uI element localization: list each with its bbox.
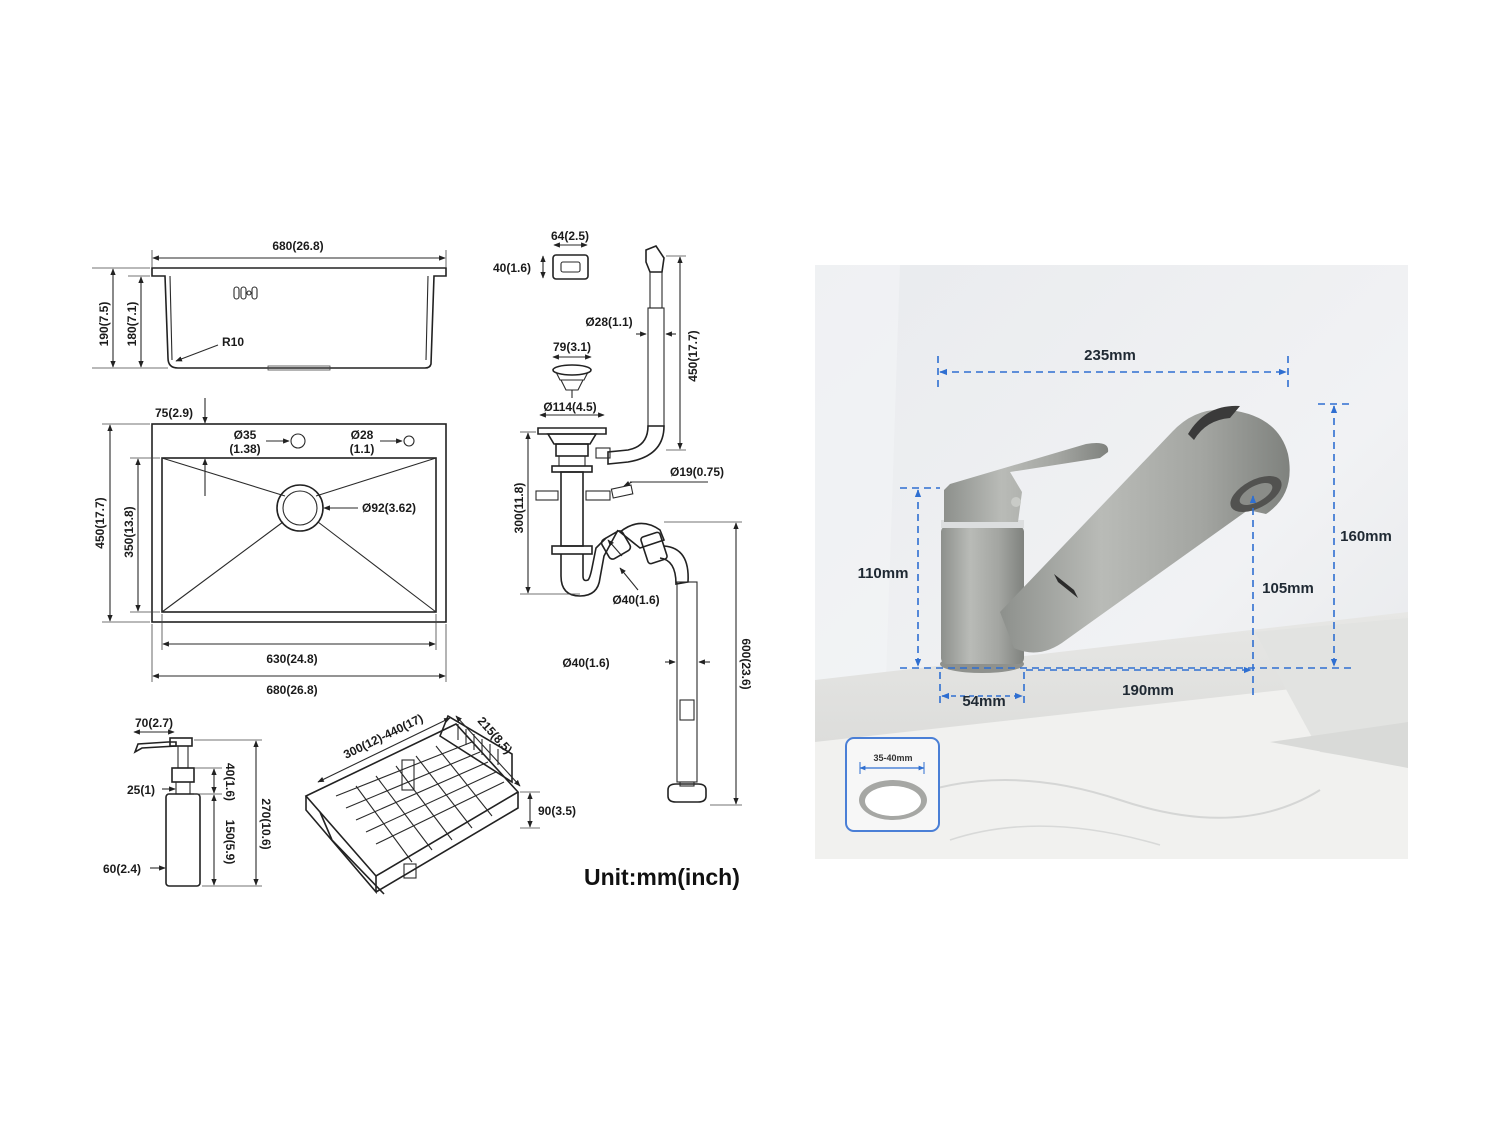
drain-hole — [276, 484, 324, 532]
top-height-label: 40(1.6) — [223, 763, 237, 801]
overflow-slots-icon — [233, 286, 258, 300]
base-diameter-label: 54mm — [962, 693, 1005, 710]
outer-width-label: 680(26.8) — [266, 683, 317, 697]
overflow-width-label: 64(2.5) — [551, 229, 589, 243]
accessory-hole — [403, 435, 415, 447]
inner-width-label: 630(24.8) — [266, 652, 317, 666]
drain-basket: 300(12)-440(17) 215(8.5) 90(3.5) — [304, 711, 576, 895]
side-inlet-label: Ø19(0.75) — [670, 465, 724, 479]
dispenser-total-height-label: 270(10.6) — [259, 798, 273, 849]
sink-top-view: 75(2.9) Ø35 (1.38) Ø28 (1.1) Ø92(3.62) 4… — [93, 398, 447, 697]
radius-label: R10 — [222, 335, 244, 349]
unit-label: Unit:mm(inch) — [584, 864, 740, 890]
faucet — [940, 405, 1290, 673]
hole-small-label: Ø28 — [351, 428, 374, 442]
hose-length-label: 600(23.6) — [739, 638, 753, 689]
flange-label: Ø114(4.5) — [543, 400, 596, 414]
trap-height-label: 300(11.8) — [512, 483, 526, 534]
edge-offset-label: 75(2.9) — [155, 406, 193, 420]
side-width-label: 680(26.8) — [272, 239, 323, 253]
side-outer-height-label: 190(7.5) — [97, 302, 111, 347]
faucet-total-height-label: 160mm — [1340, 528, 1392, 545]
side-inner-height-label: 180(7.1) — [125, 302, 139, 347]
inner-depth-label: 350(13.8) — [122, 506, 136, 557]
outer-depth-label: 450(17.7) — [93, 497, 107, 548]
bottle-height-label: 150(5.9) — [223, 820, 237, 865]
drain-hose: Ø40(1.6) 600(23.6) — [562, 521, 753, 806]
trap-pipe-label: Ø40(1.6) — [612, 593, 659, 607]
hole-small-sub-label: (1.1) — [350, 442, 375, 456]
basket-height-label: 90(3.5) — [538, 804, 576, 818]
drain-body: Ø114(4.5) Ø19(0.75) Ø40(1.6 — [512, 400, 724, 607]
drain-kit: 64(2.5) 40(1.6) Ø28(1.1) 450(17.7) 79(3.… — [493, 229, 753, 806]
overflow-pipe-diameter-label: Ø28(1.1) — [585, 315, 632, 329]
soap-dispenser: 70(2.7) 25(1) 60(2.4) 40(1.6) 150(5.9) 2… — [103, 716, 273, 887]
faucet-hole — [290, 433, 306, 449]
hole-size-label: 35-40mm — [873, 753, 912, 763]
mounting-hole-inset: 35-40mm — [845, 737, 940, 832]
strainer: 79(3.1) — [552, 340, 592, 398]
body-diameter-label: 60(2.4) — [103, 862, 141, 876]
nozzle-label: 70(2.7) — [135, 716, 173, 730]
drain-diameter-label: Ø92(3.62) — [362, 501, 416, 515]
overflow-length-label: 450(17.7) — [686, 330, 700, 381]
strainer-label: 79(3.1) — [553, 340, 591, 354]
outlet-height-label: 105mm — [1262, 580, 1314, 597]
body-height-label: 110mm — [858, 565, 909, 582]
overflow-height-label: 40(1.6) — [493, 261, 531, 275]
neck-label: 25(1) — [127, 783, 155, 797]
hole-large-sub-label: (1.38) — [229, 442, 260, 456]
reach-label: 190mm — [1122, 682, 1174, 699]
faucet-photo: 235mm 160mm 110mm 105mm 54mm 190mm 35-40… — [815, 265, 1408, 859]
overflow-cover: 64(2.5) 40(1.6) — [493, 229, 589, 280]
hole-large-label: Ø35 — [234, 428, 257, 442]
overflow-pipe: Ø28(1.1) 450(17.7) — [585, 245, 700, 465]
sink-side-view: 680(26.8) 190(7.5) 180(7.1) R10 — [92, 239, 447, 371]
spout-reach-label: 235mm — [1084, 347, 1136, 364]
hose-diameter-label: Ø40(1.6) — [562, 656, 609, 670]
